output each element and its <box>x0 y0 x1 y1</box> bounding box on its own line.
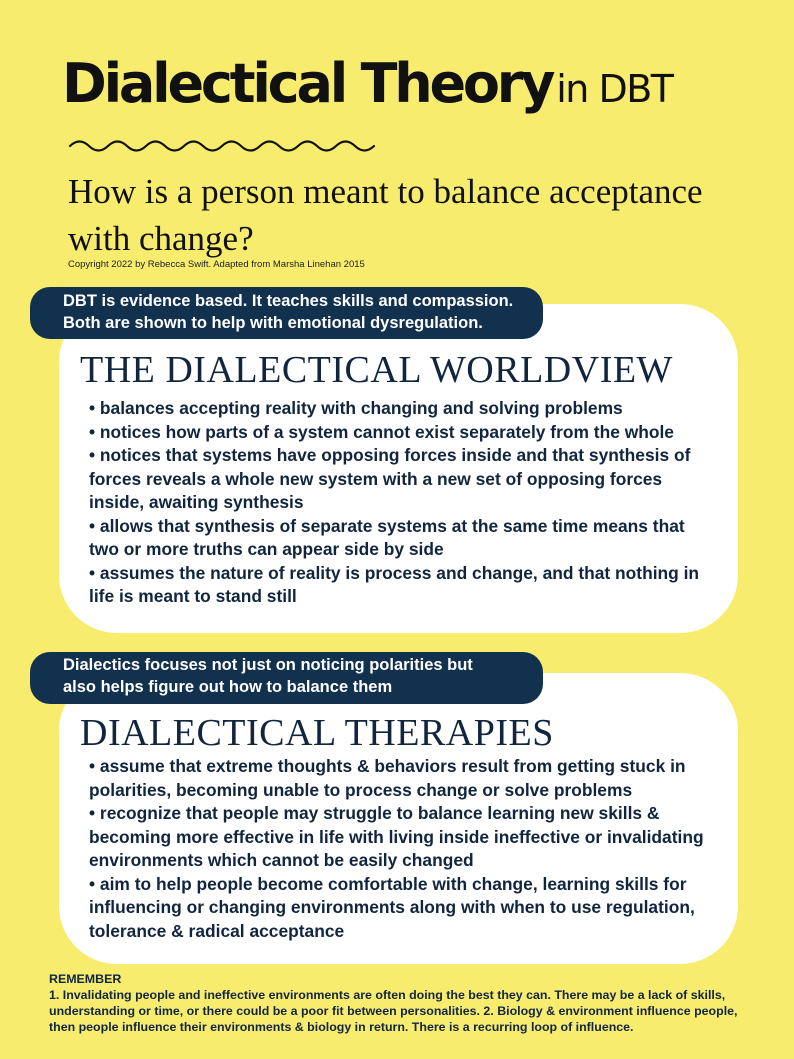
callout-line: Dialectics focuses not just on noticing … <box>63 656 473 674</box>
title-sub: in DBT <box>556 67 674 111</box>
therapies-list: • assume that extreme thoughts & behavio… <box>89 755 714 943</box>
worldview-list: • balances accepting reality with changi… <box>89 397 714 609</box>
callout-line: also helps figure out how to balance the… <box>63 677 393 696</box>
remember-heading: REMEMBER <box>49 972 122 986</box>
wavy-divider <box>68 140 376 152</box>
list-item: • notices how parts of a system cannot e… <box>89 421 674 442</box>
remember-note: REMEMBER 1. Invalidating people and inef… <box>49 971 754 1035</box>
polarities-callout: Dialectics focuses not just on noticing … <box>30 652 543 704</box>
worldview-heading: THE DIALECTICAL WORLDVIEW <box>80 349 673 391</box>
title-main: Dialectical Theory <box>62 52 555 115</box>
list-item: • notices that systems have opposing for… <box>89 445 691 512</box>
list-item: • allows that synthesis of separate syst… <box>89 515 685 560</box>
callout-line: DBT is evidence based. It teaches skills… <box>63 292 514 310</box>
worldview-card <box>59 304 738 633</box>
evidence-callout: DBT is evidence based. It teaches skills… <box>30 287 543 339</box>
copyright-note: Copyright 2022 by Rebecca Swift. Adapted… <box>68 259 365 270</box>
subtitle-question: How is a person meant to balance accepta… <box>68 172 703 258</box>
remember-text: 1. Invalidating people and ineffective e… <box>49 988 738 1034</box>
therapies-heading: DIALECTICAL THERAPIES <box>80 712 554 754</box>
list-item: • assume that extreme thoughts & behavio… <box>89 756 686 800</box>
therapies-card <box>59 673 738 964</box>
list-item: • recognize that people may struggle to … <box>89 803 704 870</box>
list-item: • balances accepting reality with changi… <box>89 398 623 418</box>
callout-line: Both are shown to help with emotional dy… <box>63 313 483 332</box>
list-item: • aim to help people become comfortable … <box>89 873 695 941</box>
list-item: • assumes the nature of reality is proce… <box>89 562 700 607</box>
